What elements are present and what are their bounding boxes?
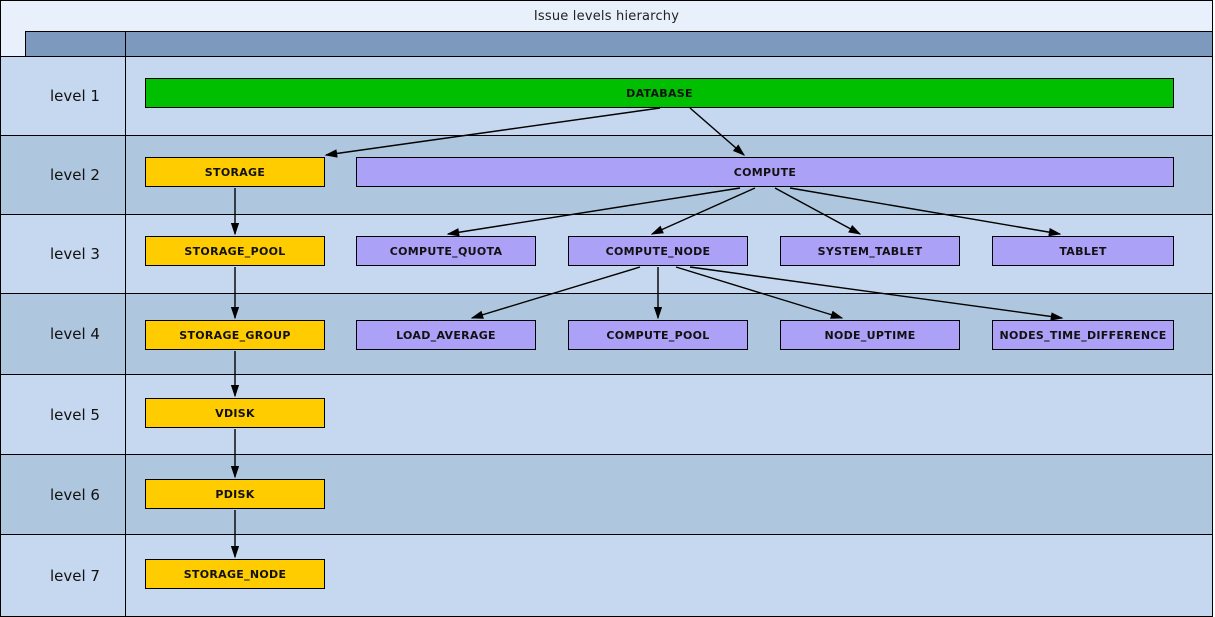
- node-load_average[interactable]: LOAD_AVERAGE: [356, 320, 536, 350]
- node-label: VDISK: [215, 406, 255, 420]
- node-storage_group[interactable]: STORAGE_GROUP: [145, 320, 325, 350]
- node-pdisk[interactable]: PDISK: [145, 479, 325, 509]
- node-vdisk[interactable]: VDISK: [145, 398, 325, 428]
- node-label: NODE_UPTIME: [824, 328, 916, 342]
- row-gutter-cell: [0, 294, 26, 375]
- level-label-cell-3: level 3: [25, 215, 126, 294]
- node-label: LOAD_AVERAGE: [396, 328, 496, 342]
- level-label: level 6: [50, 485, 100, 504]
- level-label-cell-7: level 7: [25, 535, 126, 617]
- level-label: level 1: [50, 87, 100, 105]
- diagram-title-bar: Issue levels hierarchy: [0, 0, 1213, 31]
- node-compute[interactable]: COMPUTE: [356, 157, 1174, 187]
- node-label: DATABASE: [626, 86, 693, 100]
- row-gutter-cell: [0, 215, 26, 294]
- node-label: PDISK: [215, 487, 255, 501]
- node-label: TABLET: [1059, 244, 1107, 258]
- node-label: STORAGE_NODE: [183, 567, 287, 581]
- node-label: STORAGE_GROUP: [179, 328, 291, 342]
- node-compute_node[interactable]: COMPUTE_NODE: [568, 236, 748, 266]
- node-label: NODES_TIME_DIFFERENCE: [999, 328, 1167, 342]
- level-label: level 3: [50, 245, 100, 263]
- page-title: Issue levels hierarchy: [533, 8, 680, 24]
- header-gutter-cell: [0, 31, 26, 57]
- node-label: COMPUTE: [733, 165, 797, 179]
- level-label-cell-4: level 4: [25, 294, 126, 375]
- node-database[interactable]: DATABASE: [145, 78, 1174, 108]
- node-tablet[interactable]: TABLET: [992, 236, 1174, 266]
- level-label-cell-1: level 1: [25, 57, 126, 136]
- row-gutter-cell: [0, 535, 26, 617]
- row-gutter-cell: [0, 57, 26, 136]
- node-label: STORAGE: [204, 165, 266, 179]
- level-row-7: level 7: [0, 535, 1213, 617]
- node-compute_quota[interactable]: COMPUTE_QUOTA: [356, 236, 536, 266]
- row-gutter-cell: [0, 136, 26, 215]
- node-nodes_time_difference[interactable]: NODES_TIME_DIFFERENCE: [992, 320, 1174, 350]
- row-gutter-cell: [0, 375, 26, 455]
- level-label: level 7: [50, 566, 100, 585]
- node-storage_node[interactable]: STORAGE_NODE: [145, 559, 325, 589]
- node-storage_pool[interactable]: STORAGE_POOL: [145, 236, 325, 266]
- level-label: level 4: [50, 325, 100, 343]
- node-node_uptime[interactable]: NODE_UPTIME: [780, 320, 960, 350]
- level-label: level 2: [50, 166, 100, 184]
- node-label: COMPUTE_POOL: [606, 328, 710, 342]
- node-label: STORAGE_POOL: [184, 244, 286, 258]
- level-label: level 5: [50, 405, 100, 424]
- node-system_tablet[interactable]: SYSTEM_TABLET: [780, 236, 960, 266]
- node-label: SYSTEM_TABLET: [817, 244, 923, 258]
- row-gutter-cell: [0, 455, 26, 535]
- node-compute_pool[interactable]: COMPUTE_POOL: [568, 320, 748, 350]
- header-content-column: [126, 31, 1213, 57]
- header-level-column: [25, 31, 126, 57]
- node-storage[interactable]: STORAGE: [145, 157, 325, 187]
- level-label-cell-6: level 6: [25, 455, 126, 535]
- level-label-cell-5: level 5: [25, 375, 126, 455]
- node-label: COMPUTE_QUOTA: [389, 244, 503, 258]
- level-label-cell-2: level 2: [25, 136, 126, 215]
- node-label: COMPUTE_NODE: [605, 244, 711, 258]
